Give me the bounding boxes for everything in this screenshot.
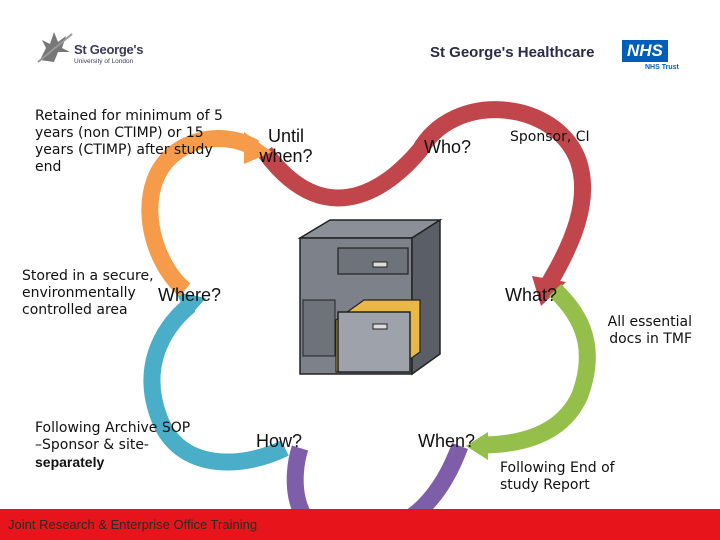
question-until-when: Until when? <box>259 126 313 166</box>
arrow-blue-how <box>143 298 289 471</box>
filing-cabinet-icon <box>297 218 443 376</box>
footer-bar: Joint Research & Enterprise Office Train… <box>0 509 720 540</box>
question-who: Who? <box>424 137 472 157</box>
answer-who: Sponsor, CI <box>510 129 590 145</box>
arrow-red-who <box>258 101 592 290</box>
question-what: What? <box>505 285 558 305</box>
university-name: St George's <box>74 42 144 57</box>
trust-name: St George's Healthcare <box>430 44 595 61</box>
answer-how-line1: Following Archive SOP <box>35 420 191 436</box>
question-where: Where? <box>158 285 222 305</box>
answer-where: Stored in a secure, environmentally cont… <box>22 268 154 318</box>
footer-text: Joint Research & Enterprise Office Train… <box>8 517 258 532</box>
question-when: When? <box>418 431 476 451</box>
answer-how-line3: separately <box>35 454 105 470</box>
nhs-badge: NHS <box>622 40 668 62</box>
st-georges-university-logo: St George's University of London <box>30 22 170 82</box>
answer-how: Following Archive SOP –Sponsor & site- s… <box>35 420 235 471</box>
question-how: How? <box>256 431 303 451</box>
nhs-trust-label: NHS Trust <box>645 64 679 71</box>
arrowhead-blue <box>176 292 206 318</box>
answer-what: All essential docs in TMF <box>607 314 692 347</box>
arrowhead-orange <box>244 132 272 164</box>
answer-how-line2: –Sponsor & site- <box>35 437 149 453</box>
university-subtitle: University of London <box>74 58 134 65</box>
arrowhead-red <box>532 276 566 306</box>
arrowhead-green <box>466 432 488 460</box>
answer-until-when: Retained for minimum of 5 years (non CTI… <box>35 108 223 175</box>
nhs-trust-logo: St George's Healthcare NHS NHS Trust <box>430 38 690 78</box>
answer-when: Following End of study Report <box>500 460 615 493</box>
arrow-green-what <box>479 283 596 454</box>
st-georges-crest-icon <box>37 32 73 63</box>
arrow-orange-where <box>141 130 260 297</box>
